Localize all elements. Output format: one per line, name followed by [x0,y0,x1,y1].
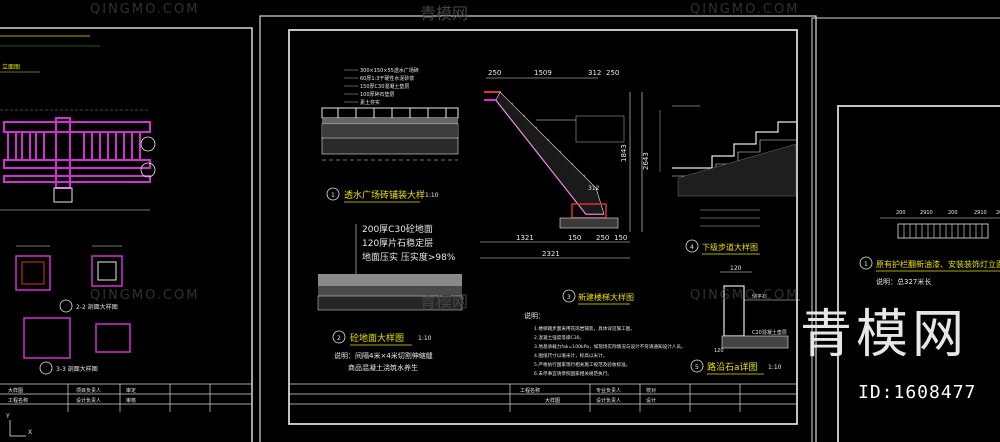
railing-elevation [3,117,151,189]
concrete-layer-2: 120厚片石稳定层 [362,237,433,249]
svg-text:3: 3 [567,294,571,301]
curb-detail: 120 侧平石 C20混凝土垫层 120 5 路沿石a详图 1:10 [690,265,800,375]
note-line-4: 4.图纸尺寸以毫米计，标高以米计。 [534,352,607,359]
section-2-2-detail [15,245,51,291]
paving-detail: 300×150×55透水广场砖60厚1:3干硬性水泥砂浆150厚C30混凝土垫层… [321,67,459,203]
concrete-note-2: 商品混凝土浇筑水养生 [348,363,418,372]
mid-tb-6: 设计 [646,397,656,404]
concrete-note-1: 说明：间隔4米×4米切割伸缩缝 [334,351,433,360]
note-line-6: 6.未尽事宜请参照国家相关规范执行。 [534,370,612,377]
svg-text:1: 1 [331,192,335,199]
left-label-3-3: 3-3 剖面大样图 [56,365,98,373]
concrete-layer-3: 地面压实 压实度>98% [362,251,456,263]
paving-title: 透水广场砖铺装大样 [344,189,425,201]
curb-scale: 1:10 [768,364,782,371]
left-label-2-2: 2-2 剖面大样图 [76,303,118,311]
paving-layer-4: 100厚碎石垫层 [360,91,395,98]
left-sheet: 立面图 2-2 剖面大 [0,27,253,442]
section-3-3-detail [91,245,123,287]
watermark-site-2: QINGMO.COM [690,2,800,17]
mid-tb-4: 设计负责人 [596,397,621,404]
watermark-site-3: QINGMO.COM [90,288,200,303]
stair-dim-9: 2643 [642,152,650,170]
paving-layer-3: 150厚C30混凝土垫层 [360,83,409,90]
stair-dim-10: 312 [588,185,600,192]
notes-block: 说明： 1.楼梯踏步面采用花岗岩铺装，具体详见施工图。 2.混凝土强度等级C30。… [524,311,686,377]
watermark-cn-1: 青模网 [420,4,469,23]
note-line-1: 1.楼梯踏步面采用花岗岩铺装，具体详见施工图。 [534,325,635,332]
watermark-site-1: QINGMO.COM [90,2,200,17]
stair-dim-7: 2321 [542,250,560,258]
watermark-site-4: QINGMO.COM [690,288,800,303]
middle-title-block [289,383,797,412]
ucs-icon: X Y [5,413,32,437]
left-tb-1: 大样图 [8,387,23,394]
left-tb-3: 项目负责人 [76,387,101,394]
curb-dim-2: 120 [714,348,724,354]
concrete-layer-1: 200厚C30砼地面 [362,223,433,235]
paving-layer-2: 60厚1:3干硬性水泥砂浆 [360,75,414,82]
railing-title: 原有护栏翻新油漆、安装装饰灯立面大样 [876,259,1000,269]
mid-tb-5: 校对 [646,387,656,394]
curb-dim-1: 120 [730,265,742,272]
stair-dim-1: 250 [488,69,501,77]
left-title-block [0,383,252,412]
note-line-2: 2.混凝土强度等级C30。 [534,334,584,341]
stair-dim-2: 1509 [534,69,552,77]
paving-scale: 1:10 [425,192,439,199]
concrete-detail: 200厚C30砼地面 120厚片石稳定层 地面压实 压实度>98% 2 砼地面大… [317,223,463,372]
left-tb-6: 审核 [126,397,136,404]
svg-text:2: 2 [337,335,341,342]
mid-tb-1: 大样图 [545,397,560,404]
curb-label-1: 侧平石 [752,293,767,300]
rail-dim-1: 200 [896,210,906,216]
svg-text:X: X [28,429,32,436]
walkway-detail: 4 下级步道大样图 [659,105,797,255]
concrete-title: 砼地面大样图 [350,332,404,344]
mid-tb-2: 工程名称 [520,387,540,394]
left-tb-4: 设计负责人 [76,397,101,404]
note-line-3: 3.地基承载力fak=100kPa，如现场实际情况与设计不符请通知设计人员。 [534,343,686,350]
stair-dim-6: 150 [568,234,581,242]
note-line-5: 5.严格执行国家现行相关施工规范及验收标准。 [534,361,630,368]
svg-text:Y: Y [5,413,10,420]
svg-text:5: 5 [695,364,699,371]
walkway-title: 下级步道大样图 [702,242,758,252]
rail-dim-5: 200 [996,210,1000,216]
left-tb-2: 工程名称 [8,397,28,404]
rail-dim-3: 200 [948,210,958,216]
stair-dim-3: 312 [588,69,601,77]
id-watermark: ID:1608477 [858,382,977,403]
stair-title: 新建楼梯大样图 [578,292,634,302]
stair-section: 250 1509 312 250 1843 2643 312 1321 150 … [480,69,650,305]
stair-dim-11: 150 [614,234,627,242]
paving-layer-1: 300×150×55透水广场砖 [360,67,419,74]
brand-watermark: 青模网 [800,305,969,365]
rail-dim-4: 2910 [974,210,987,216]
paving-layer-5: 素土夯实 [360,99,380,106]
notes-title: 说明： [524,311,545,320]
svg-text:立面图: 立面图 [2,63,20,71]
railing-sub: 说明：总327米长 [876,277,931,286]
curb-label-2: C20混凝土垫层 [752,329,787,336]
mid-tb-3: 专业负责人 [596,387,621,394]
watermark-cn-2: 青模网 [420,292,469,311]
stair-dim-5: 1321 [516,234,534,242]
right-sheet: 200 2910 200 2910 200 1 原有护栏翻新油漆、安装装饰灯立面大样 说… [811,17,1000,442]
stair-dim-8: 1843 [620,144,628,162]
left-tb-5: 审定 [126,387,136,394]
svg-text:4: 4 [690,244,694,251]
curb-title: 路沿石a详图 [707,361,758,373]
middle-sheet: 300×150×55透水广场砖60厚1:3干硬性水泥砂浆150厚C30混凝土垫层… [259,15,817,442]
svg-text:1: 1 [864,261,868,268]
rail-dim-2: 2910 [920,210,933,216]
stair-dim-12: 250 [596,234,609,242]
concrete-scale: 1:10 [418,335,432,342]
stair-dim-4: 250 [606,69,619,77]
